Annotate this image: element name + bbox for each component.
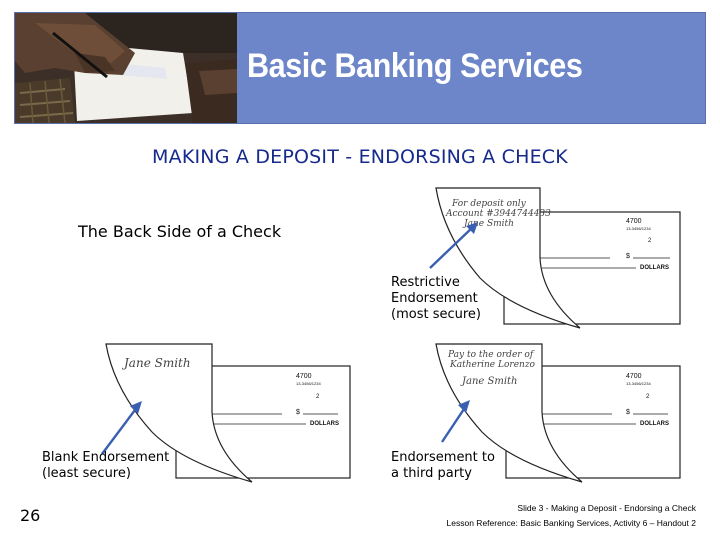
section-subheading: The Back Side of a Check	[78, 222, 282, 241]
endorsement-line-1: For deposit only	[451, 199, 527, 209]
endorsement-line-3: Jane Smith	[460, 376, 518, 387]
dollar-sign: $	[626, 409, 630, 416]
dollar-sign: $	[296, 409, 300, 416]
caption-line: (most secure)	[391, 307, 481, 322]
check-number: 4700	[626, 218, 642, 225]
check-routing: 13-3456/1234	[626, 381, 651, 386]
endorsement-line-2: Account #3944744433	[445, 209, 551, 219]
caption-line: Restrictive	[391, 275, 460, 290]
caption-line: Blank Endorsement	[42, 450, 170, 465]
check-number: 4700	[626, 373, 642, 380]
caption-line: Endorsement to	[391, 450, 495, 465]
page-number: 26	[20, 506, 41, 525]
restrictive-caption: Restrictive Endorsement (most secure)	[391, 275, 481, 323]
arrow-to-restrictive	[429, 225, 475, 269]
dollars-label: DOLLARS	[310, 421, 339, 427]
writing-check-photo	[15, 13, 237, 123]
arrow-to-third-party	[441, 405, 467, 443]
banner-title: Basic Banking Services	[247, 47, 583, 85]
restrictive-check-illustration: 4700 13-3456/1234 2 $ DOLLARS For deposi…	[429, 187, 681, 329]
dollars-label: DOLLARS	[640, 265, 669, 271]
arrow-to-blank	[101, 405, 139, 455]
lesson-reference: Lesson Reference: Basic Banking Services…	[446, 518, 696, 528]
check-number-small: 2	[316, 394, 320, 400]
dollars-label: DOLLARS	[640, 421, 669, 427]
check-number-small: 2	[646, 394, 650, 400]
check-number: 4700	[296, 373, 312, 380]
check-number-small: 2	[648, 238, 652, 244]
endorsement-line-3: Jane Smith	[462, 219, 514, 229]
page-title: MAKING A DEPOSIT - ENDORSING A CHECK	[152, 146, 568, 168]
slide-caption: Slide 3 - Making a Deposit - Endorsing a…	[517, 503, 696, 513]
third-party-caption: Endorsement to a third party	[391, 450, 495, 482]
header-banner: Basic Banking Services	[14, 12, 706, 124]
endorsement-signature: Jane Smith	[121, 356, 191, 370]
caption-line: (least secure)	[42, 466, 131, 481]
blank-caption: Blank Endorsement (least secure)	[42, 450, 169, 482]
caption-line: a third party	[391, 466, 472, 481]
third-party-check-illustration: 4700 13-3456/1234 2 $ DOLLARS Pay to the…	[435, 343, 681, 483]
endorsement-line-2: Katherine Lorenzo	[449, 360, 536, 370]
caption-line: Endorsement	[391, 291, 478, 306]
blank-check-illustration: 4700 13-3456/1234 2 $ DOLLARS Jane Smith	[101, 343, 351, 483]
endorsement-line-1: Pay to the order of	[447, 350, 535, 360]
check-routing: 13-3456/1234	[626, 226, 651, 231]
check-routing: 13-3456/1234	[296, 381, 321, 386]
dollar-sign: $	[626, 253, 630, 260]
